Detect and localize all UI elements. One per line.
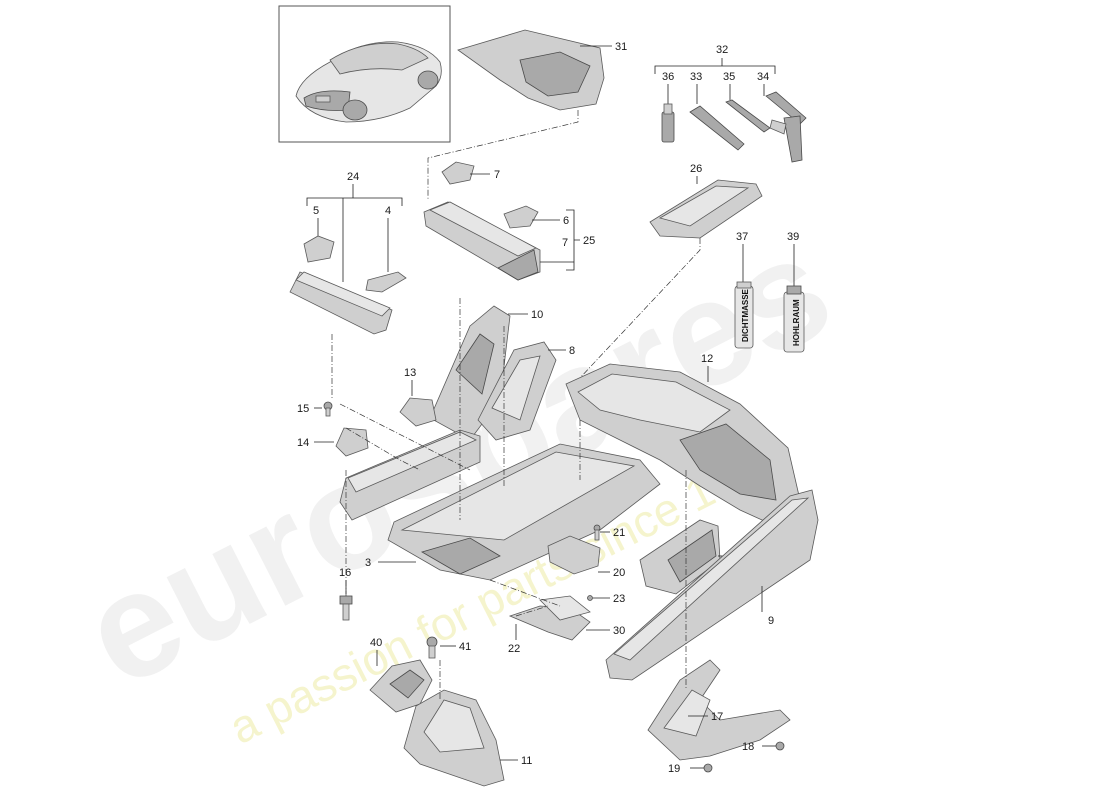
callout-7a: 7 <box>494 169 500 181</box>
callout-39: 39 <box>787 231 799 243</box>
callout-14: 14 <box>297 437 309 449</box>
callout-24: 24 <box>347 171 359 183</box>
callout-37: 37 <box>736 231 748 243</box>
callout-35: 35 <box>723 71 735 83</box>
part-8-10-pillar: 10 8 <box>429 305 575 441</box>
callout-16: 16 <box>339 567 351 579</box>
callout-36: 36 <box>662 71 674 83</box>
assembly-lines <box>339 298 687 700</box>
callout-34: 34 <box>757 71 769 83</box>
callout-19: 19 <box>668 763 680 775</box>
callout-12: 12 <box>701 353 713 365</box>
callout-10: 10 <box>531 309 543 321</box>
callout-40: 40 <box>370 637 382 649</box>
part-24-group: 24 5 4 <box>289 171 407 398</box>
callout-26: 26 <box>690 163 702 175</box>
part-9-sill: 9 <box>605 489 819 681</box>
part-13-bracket: 13 <box>399 367 437 427</box>
callout-7b: 7 <box>562 237 568 249</box>
part-17-lower-arm: 17 18 19 <box>647 659 791 775</box>
callout-22: 22 <box>508 643 520 655</box>
can-37-label: DICHTMASSE <box>741 288 750 342</box>
part-31-floor-panel: 31 <box>427 29 627 200</box>
part-39-cavity-can: 39 HOHLRAUM <box>783 231 805 353</box>
part-15-bolt: 15 <box>297 401 333 417</box>
callout-32: 32 <box>716 44 728 56</box>
callout-18: 18 <box>742 741 754 753</box>
callout-9: 9 <box>768 615 774 627</box>
part-25-cross-member: 6 7 25 <box>423 201 595 281</box>
callout-41: 41 <box>459 641 471 653</box>
callout-23: 23 <box>613 593 625 605</box>
callout-8: 8 <box>569 345 575 357</box>
car-thumbnail <box>278 5 451 143</box>
part-7-bracket: 7 <box>441 161 500 185</box>
part-32-sealing-kit: 32 36 33 35 34 <box>654 44 807 163</box>
callout-4: 4 <box>385 205 391 217</box>
callout-3: 3 <box>365 557 371 569</box>
part-41-bolt: 41 <box>426 636 471 659</box>
part-11-wheelhouse: 11 <box>403 689 532 787</box>
callout-15: 15 <box>297 403 309 415</box>
callout-17: 17 <box>711 711 723 723</box>
part-26-panel: 26 <box>577 163 763 381</box>
can-39-label: HOHLRAUM <box>792 299 801 346</box>
callout-21: 21 <box>613 527 625 539</box>
part-37-sealant-can: 37 DICHTMASSE <box>734 231 754 349</box>
part-20-21-bracket: 21 20 <box>547 524 625 579</box>
part-40-bracket: 40 <box>369 637 433 713</box>
callout-30: 30 <box>613 625 625 637</box>
callout-33: 33 <box>690 71 702 83</box>
part-12-rear-body: 12 <box>565 353 801 531</box>
callout-11: 11 <box>521 755 532 767</box>
callout-25: 25 <box>583 235 595 247</box>
callout-6: 6 <box>563 215 569 227</box>
part-14-bracket: 14 <box>297 427 369 457</box>
callout-13: 13 <box>404 367 416 379</box>
callout-31: 31 <box>615 41 627 53</box>
callout-20: 20 <box>613 567 625 579</box>
callout-5: 5 <box>313 205 319 217</box>
part-22-23-30-brace: 23 30 22 <box>508 593 625 655</box>
part-3-floor-pan: 3 <box>339 429 661 581</box>
